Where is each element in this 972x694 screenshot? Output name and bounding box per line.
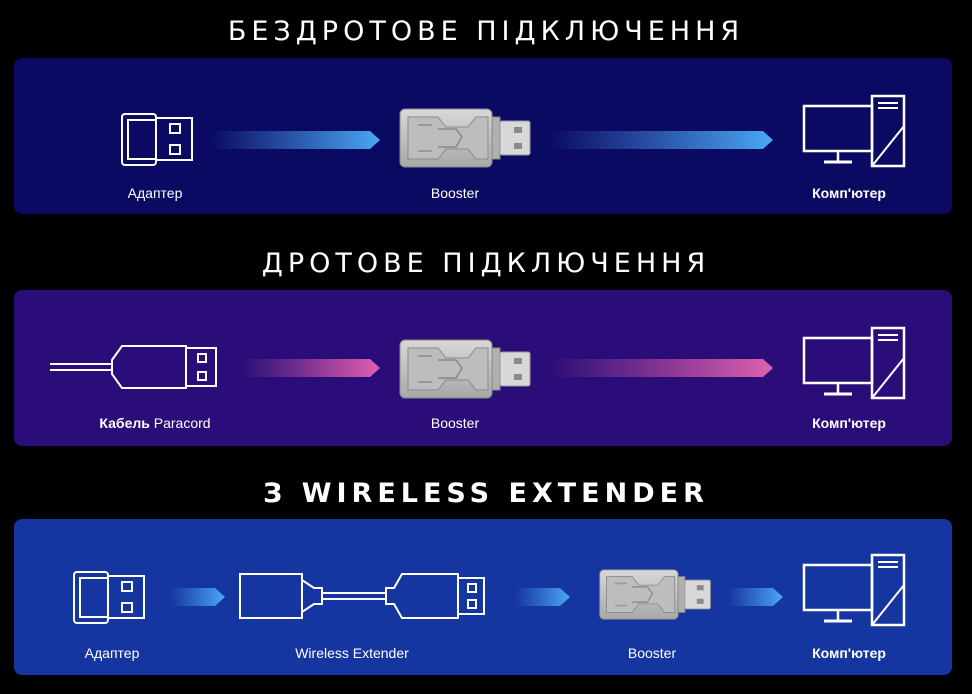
adapter-icon — [72, 570, 147, 625]
booster-icon — [598, 567, 713, 622]
booster-label: Booster — [430, 415, 480, 431]
extender-label: Wireless Extender — [295, 645, 409, 661]
arrow-icon — [210, 131, 380, 149]
booster-label: Booster — [430, 185, 480, 201]
computer-label: Комп'ютер — [812, 415, 886, 431]
wireless-extender-icon — [239, 573, 485, 619]
computer-icon — [802, 94, 912, 169]
booster-icon — [398, 107, 533, 169]
arrow-icon — [548, 131, 773, 149]
arrow-icon — [240, 359, 380, 377]
cable-label: Кабель Paracord — [99, 415, 210, 431]
arrow-icon — [548, 359, 773, 377]
section-title-wired: ДРОТОВЕ ПІДКЛЮЧЕННЯ — [261, 248, 711, 279]
arrow-icon — [728, 588, 783, 606]
arrow-icon — [170, 588, 225, 606]
booster-icon — [398, 338, 533, 400]
paracord-cable-icon — [50, 345, 217, 389]
computer-icon — [802, 326, 912, 401]
cable-label-bold: Кабель — [99, 415, 150, 431]
booster-label: Booster — [627, 645, 677, 661]
cable-label-rest: Paracord — [149, 415, 211, 431]
section-title-extender: З WIRELESS EXTENDER — [263, 478, 709, 509]
adapter-label: Адаптер — [127, 185, 183, 201]
section-title-wireless: БЕЗДРОТОВЕ ПІДКЛЮЧЕННЯ — [227, 16, 745, 47]
adapter-icon — [120, 112, 195, 167]
arrow-icon — [515, 588, 570, 606]
computer-label: Комп'ютер — [812, 185, 886, 201]
computer-icon — [802, 553, 912, 628]
adapter-label: Адаптер — [84, 645, 140, 661]
computer-label: Комп'ютер — [812, 645, 886, 661]
